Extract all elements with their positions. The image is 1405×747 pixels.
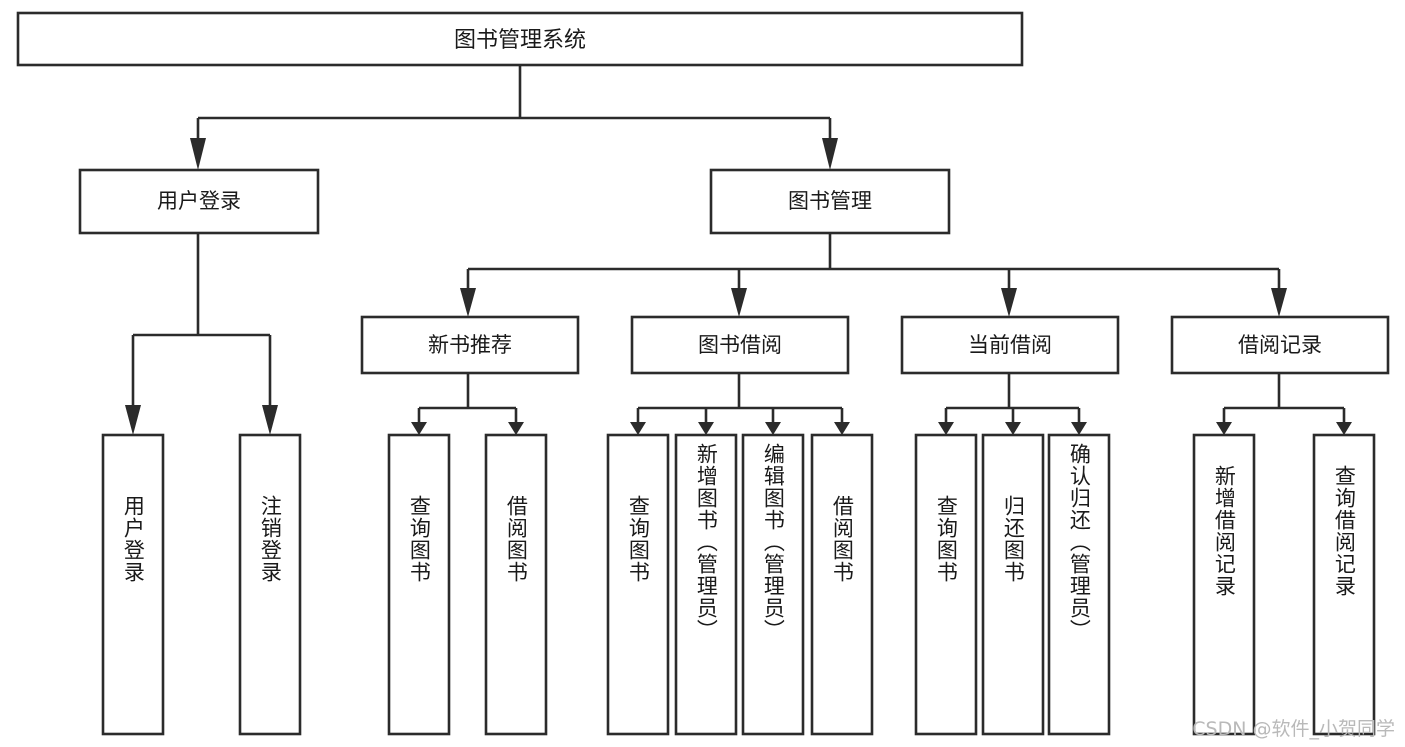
arrow-head-icon: [460, 288, 476, 317]
node-leaf-add-book-box[interactable]: [674, 433, 738, 736]
node-new-book-recommend-label: 新书推荐: [428, 333, 512, 357]
arrow-head-icon: [731, 288, 747, 317]
node-leaf-query-book-1-box[interactable]: [387, 433, 451, 736]
node-root-box[interactable]: [16, 11, 1024, 67]
arrow-head-icon: [1216, 422, 1232, 435]
arrow-head-icon: [411, 422, 427, 435]
node-book-management[interactable]: 图书管理: [709, 168, 951, 235]
node-book-management-label: 图书管理: [788, 189, 872, 213]
node-leaf-logout-login-box[interactable]: [238, 433, 302, 736]
arrow-head-icon: [698, 422, 714, 435]
node-current-borrow-label: 当前借阅: [968, 333, 1052, 357]
node-leaf-borrow-book-1-box[interactable]: [484, 433, 548, 736]
arrow-head-icon: [508, 422, 524, 435]
node-borrow-record-label: 借阅记录: [1238, 333, 1322, 357]
arrow-head-icon: [125, 405, 141, 435]
arrow-head-icon: [1001, 288, 1017, 317]
node-leaf-add-record-box[interactable]: [1192, 433, 1256, 736]
arrowhead-group: [125, 138, 1352, 435]
arrow-head-icon: [1271, 288, 1287, 317]
leaf-box-group: [101, 433, 1376, 736]
connector-group: [131, 65, 1346, 424]
node-leaf-user-login-box[interactable]: [101, 433, 165, 736]
node-book-borrow[interactable]: 图书借阅: [630, 315, 850, 375]
node-book-borrow-box[interactable]: [630, 315, 850, 375]
node-leaf-confirm-return-box[interactable]: [1047, 433, 1111, 736]
arrow-head-icon: [1005, 422, 1021, 435]
arrow-head-icon: [1071, 422, 1087, 435]
node-leaf-edit-book-box[interactable]: [741, 433, 805, 736]
node-root-label: 图书管理系统: [454, 28, 586, 53]
node-leaf-query-book-3-box[interactable]: [914, 433, 978, 736]
arrow-head-icon: [834, 422, 850, 435]
node-book-management-box[interactable]: [709, 168, 951, 235]
arrow-head-icon: [262, 405, 278, 435]
arrow-head-icon: [630, 422, 646, 435]
arrow-head-icon: [822, 138, 838, 170]
arrow-head-icon: [938, 422, 954, 435]
node-current-borrow[interactable]: 当前借阅: [900, 315, 1120, 375]
node-current-borrow-box[interactable]: [900, 315, 1120, 375]
node-borrow-record-box[interactable]: [1170, 315, 1390, 375]
node-new-book-recommend-box[interactable]: [360, 315, 580, 375]
node-leaf-borrow-book-2-box[interactable]: [810, 433, 874, 736]
node-book-borrow-label: 图书借阅: [698, 333, 782, 357]
node-user-login-box[interactable]: [78, 168, 320, 235]
node-root[interactable]: 图书管理系统: [16, 11, 1024, 67]
node-leaf-query-book-2-box[interactable]: [606, 433, 670, 736]
arrow-head-icon: [190, 138, 206, 170]
node-user-login-label: 用户登录: [157, 189, 241, 213]
node-borrow-record[interactable]: 借阅记录: [1170, 315, 1390, 375]
node-leaf-return-book-box[interactable]: [981, 433, 1045, 736]
csdn-watermark: CSDN @软件_小贺同学: [1192, 718, 1395, 740]
node-new-book-recommend[interactable]: 新书推荐: [360, 315, 580, 375]
arrow-head-icon: [1336, 422, 1352, 435]
node-user-login[interactable]: 用户登录: [78, 168, 320, 235]
arrow-head-icon: [765, 422, 781, 435]
node-leaf-query-record-box[interactable]: [1312, 433, 1376, 736]
